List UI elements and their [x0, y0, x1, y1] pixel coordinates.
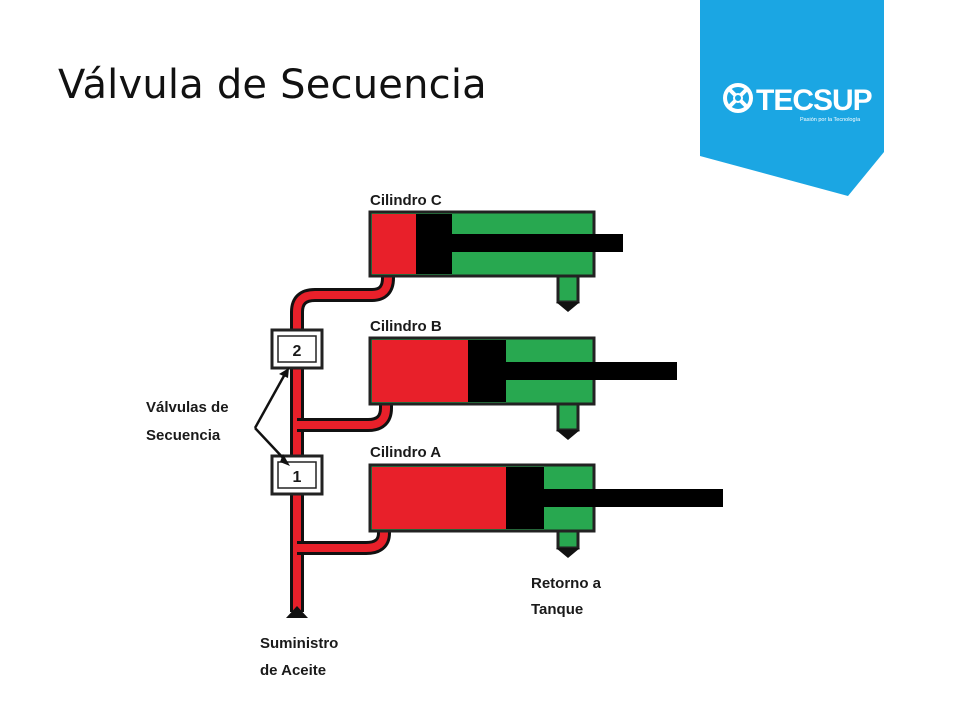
return-label-line2: Tanque	[531, 601, 583, 618]
pressure-lines	[290, 270, 395, 612]
cylinder-c: Cilindro C	[368, 192, 623, 278]
tecsup-wordmark: TECSUP	[756, 84, 872, 117]
slide-title: Válvula de Secuencia	[58, 62, 487, 108]
cylinder-b-label: Cilindro B	[370, 318, 442, 335]
valve-callout-arrows	[253, 373, 287, 461]
cylinder-b-return	[556, 398, 580, 440]
valve-1-number: 1	[293, 469, 302, 486]
valves-label-line2: Secuencia	[146, 427, 221, 444]
cylinder-c-label: Cilindro C	[370, 192, 442, 209]
sequence-valve-1: 1	[270, 454, 324, 496]
valve-2-number: 2	[293, 343, 302, 360]
supply-arrow-icon	[286, 606, 308, 618]
tecsup-star-icon	[723, 83, 753, 113]
tecsup-tagline: Pasión por la Tecnología	[800, 117, 861, 123]
cylinder-a: Cilindro A	[368, 444, 723, 533]
valves-label-line1: Válvulas de	[146, 399, 229, 416]
cylinder-b: Cilindro B	[368, 318, 677, 406]
return-label-line1: Retorno a	[531, 575, 602, 592]
cylinder-a-label: Cilindro A	[370, 444, 441, 461]
cylinder-c-return	[556, 270, 580, 312]
arrow-head-icon	[280, 454, 290, 466]
arrow-head-icon	[279, 368, 289, 378]
supply-label-line2: de Aceite	[260, 662, 326, 679]
tecsup-logo: TECSUP Pasión por la Tecnología	[700, 0, 884, 196]
supply-label-line1: Suministro	[260, 635, 338, 652]
sequence-valve-2: 2	[270, 328, 324, 370]
